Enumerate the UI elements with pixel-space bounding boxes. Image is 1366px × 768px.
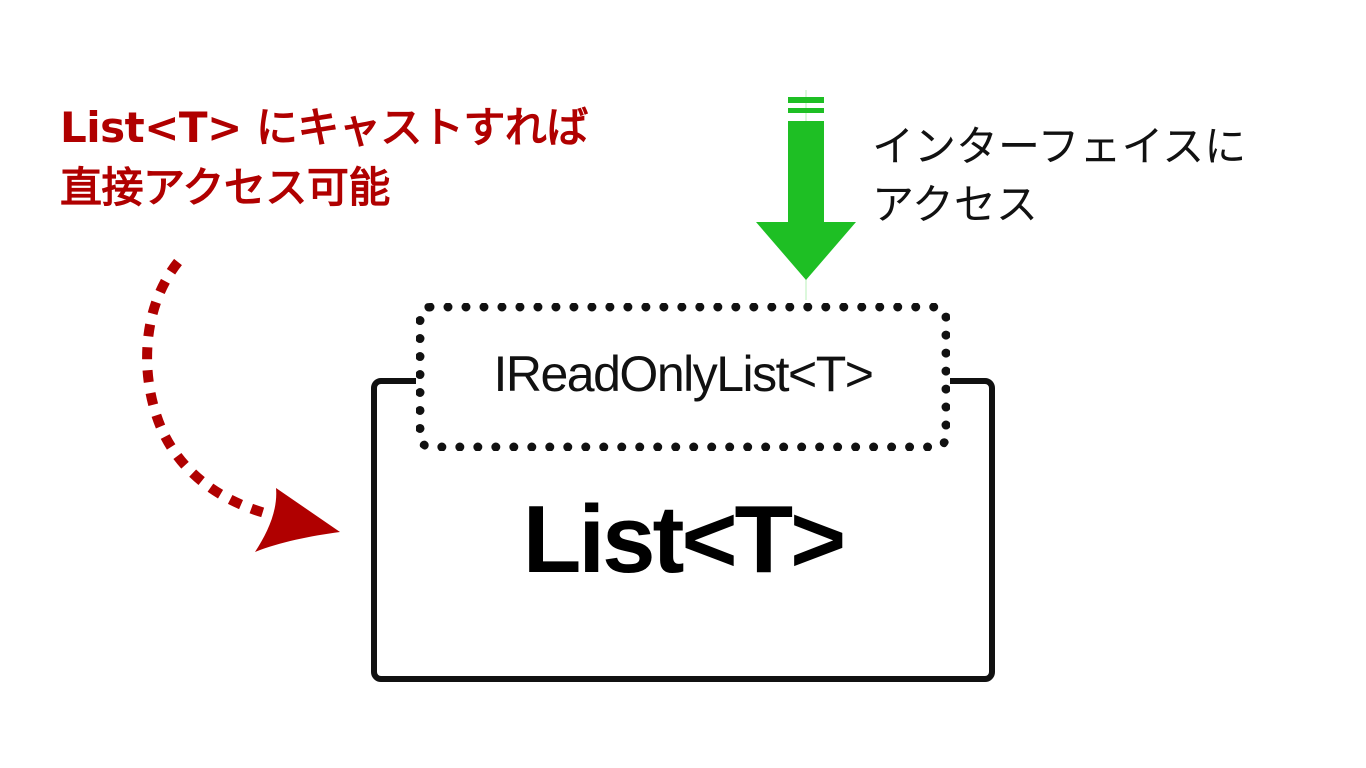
readonly-interface-label: IReadOnlyList<T> — [493, 346, 874, 402]
cast-access-note-line-2: 直接アクセス可能 — [60, 163, 390, 212]
green-down-arrow-icon — [756, 90, 856, 300]
interface-access-note: インターフェイスに アクセス — [872, 118, 1246, 234]
red-curved-arrow-icon — [142, 258, 340, 552]
interface-access-note-line-1: インターフェイスに — [872, 122, 1247, 171]
cast-access-note: List<T> にキャストすれば 直接アクセス可能 — [60, 98, 588, 218]
cast-access-note-line-1: List<T> にキャストすれば — [60, 103, 588, 152]
readonly-interface-box — [416, 303, 950, 451]
interface-access-note-line-2: アクセス — [872, 180, 1038, 229]
list-class-label: List<T> — [522, 486, 846, 593]
